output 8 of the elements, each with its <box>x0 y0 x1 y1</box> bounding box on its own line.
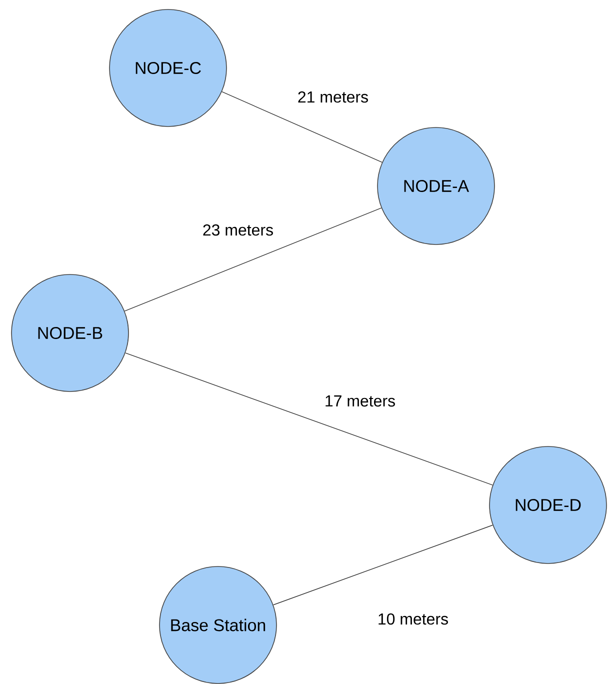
connector-line <box>125 352 493 486</box>
connector-line <box>273 524 493 606</box>
connector-line <box>222 91 382 163</box>
connector-line <box>124 208 382 312</box>
edge-label: 21 meters <box>296 90 370 104</box>
edge-label: 10 meters <box>376 612 450 626</box>
edge-label: 23 meters <box>201 223 275 237</box>
edge-label: 17 meters <box>323 394 397 408</box>
